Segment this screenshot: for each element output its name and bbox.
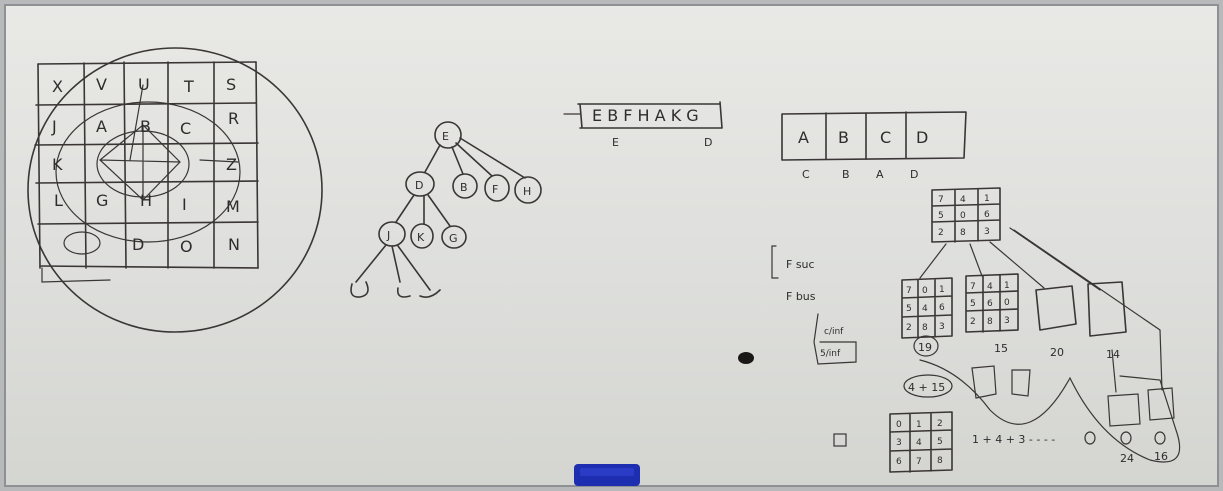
board-label: 7 [938, 195, 944, 205]
tree-node-label: B [460, 181, 468, 194]
queue-contents: E B F H A K G [592, 106, 699, 125]
board-label: 3 [1004, 316, 1010, 326]
tree-node-label: K [417, 231, 425, 244]
grid-cell-label: I [182, 195, 187, 214]
board-label: 8 [987, 317, 993, 327]
board-label: 7 [970, 282, 976, 292]
array-cell: B [838, 128, 849, 147]
board-label: 0 [922, 286, 928, 296]
tree-node-label: E [442, 130, 449, 143]
grid-cell-label: D [132, 235, 144, 254]
ink-dot [738, 352, 754, 364]
board-label: 8 [937, 456, 943, 466]
array-cell: D [916, 128, 928, 147]
note-line: F bus [786, 290, 816, 303]
board-label: 6 [987, 299, 993, 309]
board-label: 3 [984, 227, 990, 237]
array-order-label: B [842, 168, 850, 181]
note-line: 5/inf [820, 349, 841, 359]
array-cell: C [880, 128, 891, 147]
board-label: 2 [938, 228, 944, 238]
board-label: 5 [937, 437, 943, 447]
board-label: 1 [916, 420, 922, 430]
queue-back-label: D [704, 136, 712, 149]
array-order-label: C [802, 168, 810, 181]
cost-sequence: 1 + 4 + 3 - - - - [972, 433, 1055, 446]
board-label: 5 [970, 299, 976, 309]
board-label: 0 [896, 420, 902, 430]
cost-label: 16 [1154, 450, 1168, 463]
board-label: 3 [939, 322, 945, 332]
grid-cell-label: C [180, 119, 191, 138]
grid-cell-label: X [52, 77, 63, 96]
outer-circle [27, 47, 323, 333]
queue-diagram: E B F H A K G E D [563, 101, 723, 149]
board-label: 5 [906, 304, 912, 314]
grid-cell-label: U [138, 75, 150, 94]
board-label: 2 [906, 323, 912, 333]
cost-label: 19 [918, 341, 932, 354]
board-label: 4 [922, 304, 928, 314]
array-diagram: A B C D C B A D [781, 111, 967, 181]
board-label: 6 [896, 457, 902, 467]
cost-label: 20 [1050, 346, 1064, 359]
board-label: 7 [916, 457, 922, 467]
grid-cell-label: T [183, 77, 194, 96]
grid-cell-label: H [140, 191, 152, 210]
grid-cell-label: N [228, 235, 240, 254]
board-label: 0 [1004, 298, 1010, 308]
board-label: 5 [938, 211, 944, 221]
board-label: 4 [987, 282, 993, 292]
puzzle-tree: 7 4 1 5 0 6 2 8 3 7 0 1 5 4 6 2 8 3 7 4 … [889, 187, 1181, 473]
queue-front-label: E [612, 136, 619, 149]
tree-node-label: D [415, 179, 423, 192]
grid-cell-label: A [96, 117, 107, 136]
array-cell: A [798, 128, 809, 147]
board-label: 2 [970, 317, 976, 327]
search-tree: E D B F H J K G [350, 121, 542, 298]
grid-cell-label: B [140, 117, 151, 136]
marker[interactable] [574, 464, 640, 486]
board-label: 8 [960, 228, 966, 238]
grid-cell-label: Z [226, 155, 237, 174]
board-label: 0 [960, 211, 966, 221]
grid-cell-label: J [51, 117, 57, 136]
small-square [833, 433, 847, 447]
tree-node-label: F [492, 183, 498, 196]
notes: F suc F bus c/inf 5/inf [738, 245, 857, 447]
cost-label: 24 [1120, 452, 1134, 465]
board-label: 1 [984, 194, 990, 204]
board-label: 6 [984, 210, 990, 220]
grid-cell-label: O [180, 237, 193, 256]
cost-label: 15 [994, 342, 1008, 355]
grid-cell-label: G [96, 191, 108, 210]
board-label: 7 [906, 286, 912, 296]
board-label: 4 [960, 195, 966, 205]
grid-cell-label: M [226, 197, 240, 216]
tree-node-label: G [449, 232, 458, 245]
board-label: 1 [939, 285, 945, 295]
note-line: F suc [786, 258, 815, 271]
array-order-label: D [910, 168, 918, 181]
board-label: 4 [916, 438, 922, 448]
tree-node-label: H [523, 185, 531, 198]
board-label: 8 [922, 323, 928, 333]
note-line: c/inf [824, 327, 844, 337]
cost-sum: 4 + 15 [908, 381, 945, 394]
middle-circle [55, 101, 241, 243]
board-label: 1 [1004, 281, 1010, 291]
board-label: 6 [939, 303, 945, 313]
grid-cell-label: L [54, 191, 63, 210]
board-label: 3 [896, 438, 902, 448]
tree-node-label: J [386, 229, 390, 242]
grid-cell-label: R [228, 109, 239, 128]
board-label: 2 [937, 419, 943, 429]
array-order-label: A [876, 168, 884, 181]
grid-cell-label: V [96, 75, 107, 94]
grid-diagram: X V U T S J A B C R K Z L G H I M D O N [27, 47, 323, 333]
grid-cell-label: S [226, 75, 236, 94]
grid-cell-label: K [52, 155, 63, 174]
